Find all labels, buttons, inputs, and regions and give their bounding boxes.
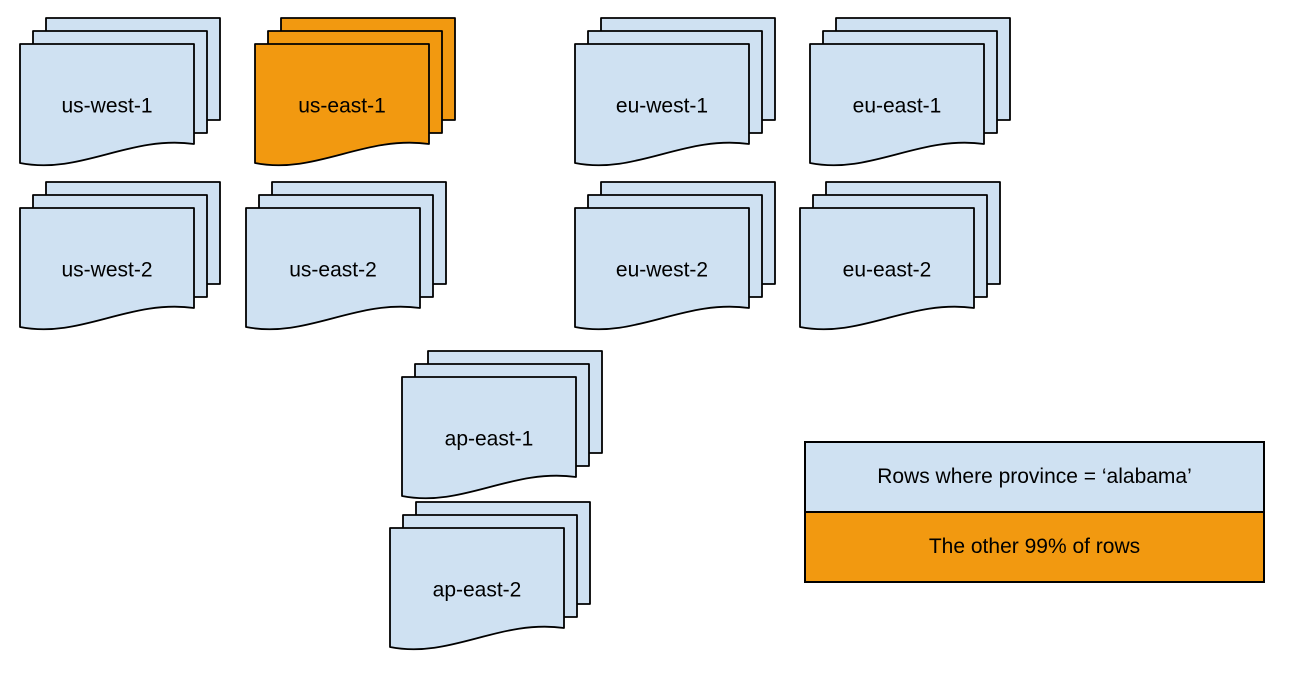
region-stack-ap-east-1: ap-east-1 — [401, 350, 604, 506]
document-stack-icon: eu-east-1 — [809, 17, 1011, 167]
region-label: eu-east-2 — [843, 259, 932, 282]
legend: Rows where province = ‘alabama’ The othe… — [804, 441, 1265, 583]
document-sheet-front — [254, 43, 430, 167]
legend-item-label: The other 99% of rows — [928, 535, 1141, 558]
region-stack-us-west-1: us-west-1 — [19, 17, 222, 173]
document-stack-icon: us-east-2 — [245, 181, 447, 331]
document-stack-icon: us-west-1 — [19, 17, 221, 167]
document-sheet-front — [389, 527, 565, 651]
region-label: us-east-1 — [298, 95, 386, 118]
document-stack-icon: ap-east-2 — [389, 501, 591, 651]
region-label: us-west-1 — [61, 95, 152, 118]
document-sheet-front — [245, 207, 421, 331]
document-sheet-front — [809, 43, 985, 167]
region-label: ap-east-2 — [433, 579, 522, 602]
region-stack-eu-east-1: eu-east-1 — [809, 17, 1012, 173]
region-stack-eu-west-1: eu-west-1 — [574, 17, 777, 173]
region-label: us-west-2 — [61, 259, 152, 282]
document-sheet-front — [574, 207, 750, 331]
document-stack-icon: eu-east-2 — [799, 181, 1001, 331]
region-stack-ap-east-2: ap-east-2 — [389, 501, 592, 657]
document-sheet-front — [799, 207, 975, 331]
legend-item-other-rows: The other 99% of rows — [806, 513, 1263, 581]
region-label: eu-east-1 — [853, 95, 942, 118]
legend-item-province-rows: Rows where province = ‘alabama’ — [806, 443, 1263, 513]
document-sheet-front — [574, 43, 750, 167]
region-label: eu-west-2 — [616, 259, 708, 282]
document-stack-icon: us-east-1 — [254, 17, 456, 167]
document-stack-icon: ap-east-1 — [401, 350, 603, 500]
document-stack-icon: eu-west-2 — [574, 181, 776, 331]
region-label: us-east-2 — [289, 259, 377, 282]
document-stack-icon: eu-west-1 — [574, 17, 776, 167]
region-stack-us-west-2: us-west-2 — [19, 181, 222, 337]
document-sheet-front — [19, 43, 195, 167]
document-stack-icon: us-west-2 — [19, 181, 221, 331]
document-sheet-front — [19, 207, 195, 331]
region-stack-us-east-1: us-east-1 — [254, 17, 457, 173]
region-stack-eu-west-2: eu-west-2 — [574, 181, 777, 337]
region-stack-eu-east-2: eu-east-2 — [799, 181, 1002, 337]
region-label: ap-east-1 — [445, 428, 534, 451]
region-stack-us-east-2: us-east-2 — [245, 181, 448, 337]
legend-item-label: Rows where province = ‘alabama’ — [877, 465, 1192, 488]
document-sheet-front — [401, 376, 577, 500]
region-label: eu-west-1 — [616, 95, 708, 118]
